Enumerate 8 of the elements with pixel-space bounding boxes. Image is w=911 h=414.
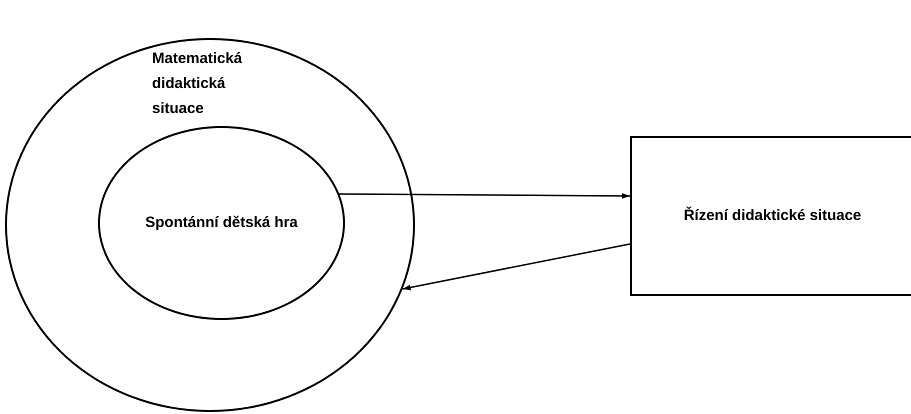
ellipse-node [5, 38, 415, 412]
node-label: Spontánní dětská hra [145, 213, 298, 233]
arrow [402, 243, 630, 290]
process-box [630, 136, 911, 296]
node-label: Matematická didaktická situace [152, 50, 242, 117]
ellipse-node [98, 126, 345, 320]
arrow [338, 193, 630, 199]
node-label: Řízení didaktické situace [684, 206, 862, 226]
